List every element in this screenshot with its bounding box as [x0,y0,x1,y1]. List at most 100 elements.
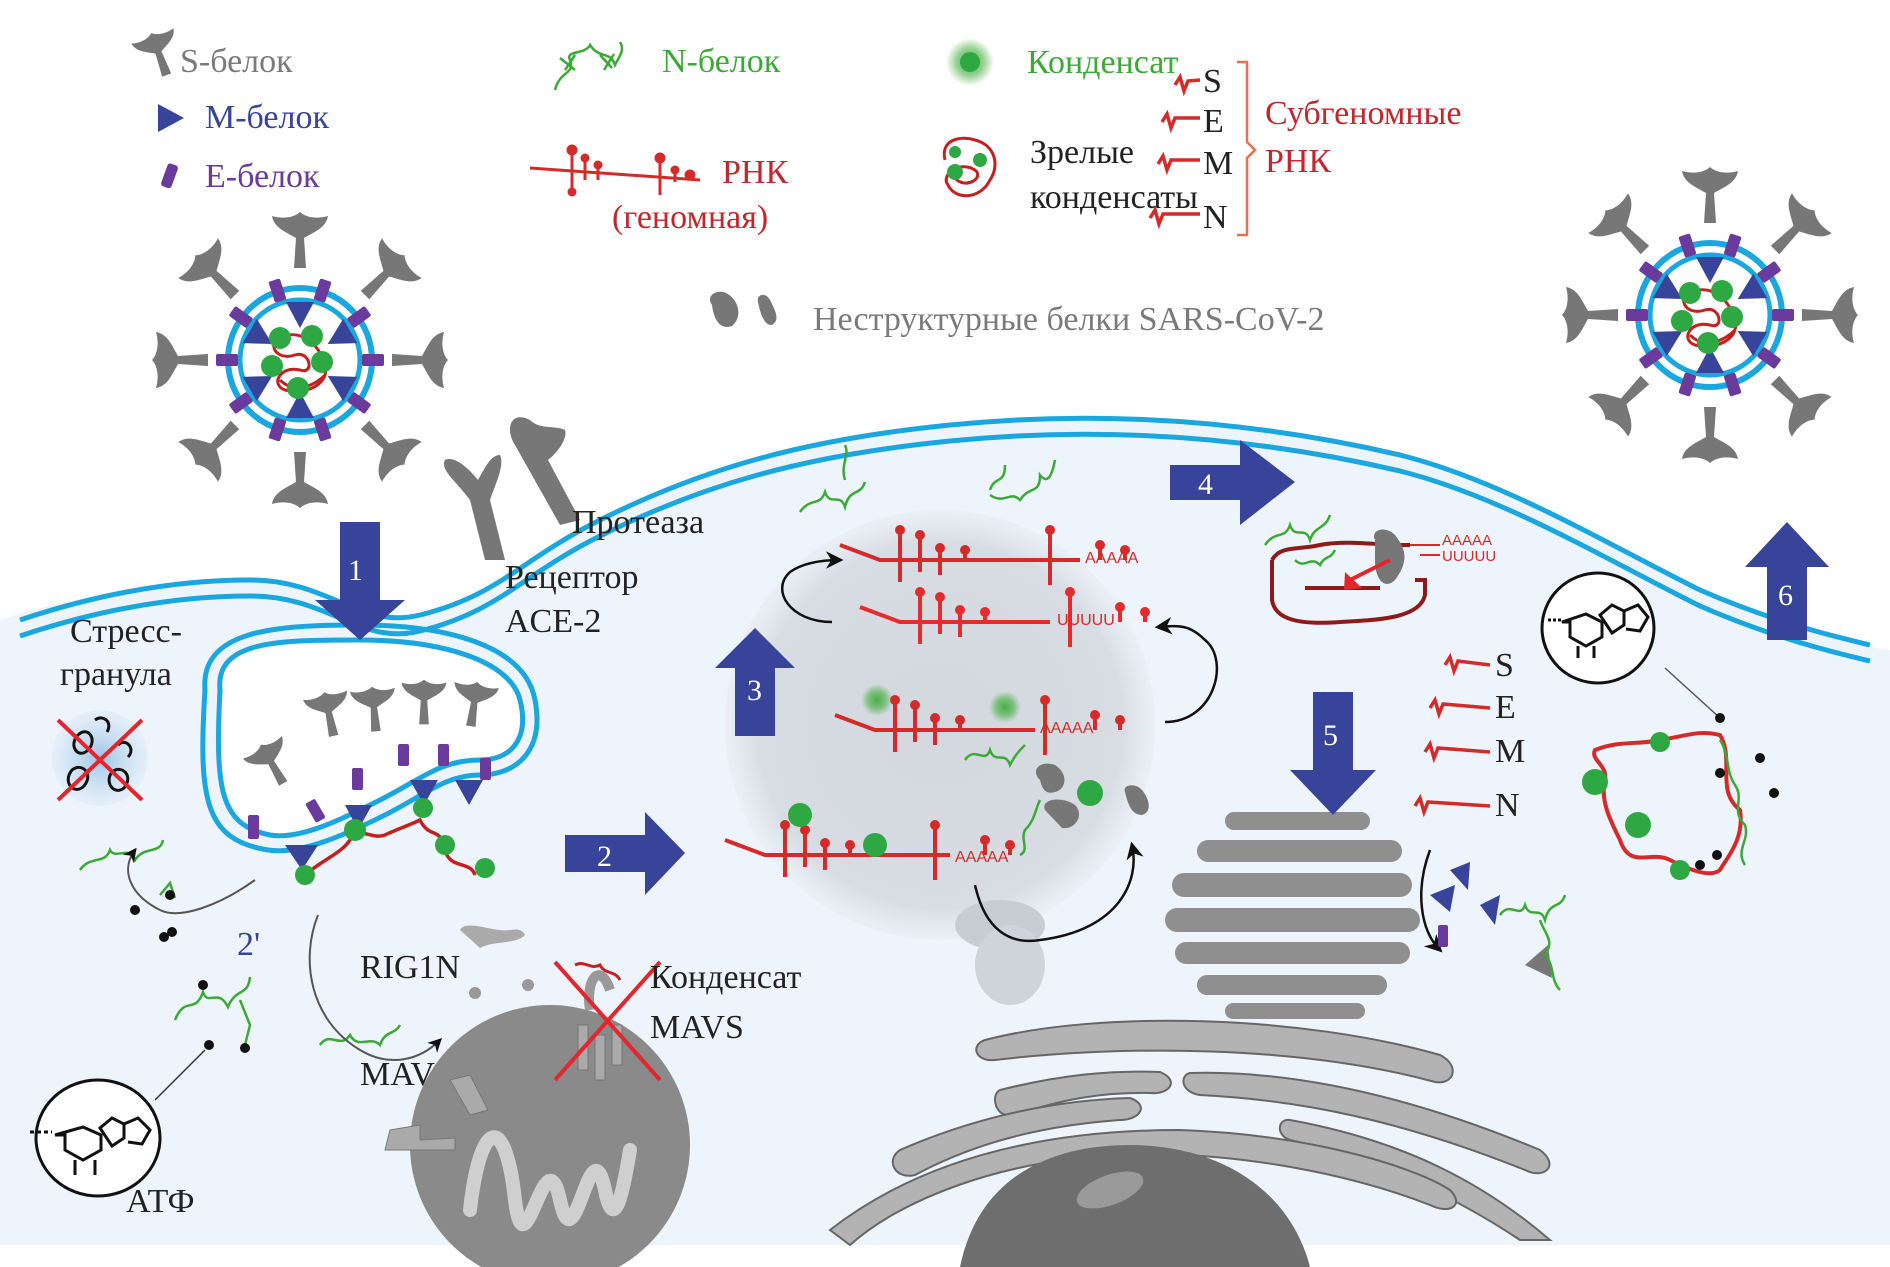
e-protein [229,392,253,414]
m-protein [242,376,273,402]
rna-loop [915,587,925,597]
rig1n-shape [460,925,525,948]
rna-loop [845,840,855,850]
e-protein-icon [161,163,178,189]
condensate-glow-on-rna [989,691,1021,723]
rna-loop [980,607,990,617]
legend-mature-1: Зрелые [1030,134,1134,171]
legend-rna-genomic: (геномная) [612,199,768,236]
label-rig1n: RIG1N [360,949,460,986]
legend-m-protein: M-белок [205,99,329,136]
mitochondrion [384,960,690,1267]
e-protein [229,306,253,328]
e-protein [268,417,287,442]
virion-n-condensate [287,377,309,399]
arrow-to-mavs [308,914,442,1062]
e-protein [347,392,371,414]
label-ace2: ACE-2 [505,603,601,640]
legend-sg-m: M [1203,145,1233,182]
s-protein-spike [345,405,425,485]
step-label-1: 1 [348,554,363,587]
label-sg-m: M [1495,733,1525,770]
rna-loop [930,820,940,830]
rna-loop [1115,715,1125,725]
label-sg-e: E [1495,689,1516,726]
cycle-arrow-2 [1154,617,1219,724]
rna-strands [724,525,1150,880]
e-protein [313,278,332,303]
e-protein [1757,261,1781,283]
step-arrow-2 [565,812,685,895]
rna-loop [910,700,920,710]
m-protein [242,318,273,344]
rna-loop [980,835,990,845]
step-arrow-6 [1745,522,1829,640]
rna-loop [935,592,945,602]
legend-sg-n: N [1203,199,1228,236]
rna-loop [1045,525,1055,535]
s-protein-spike [392,332,448,388]
e-protein [1639,261,1663,283]
rna-loop [820,838,830,848]
rna-loop [1040,695,1050,705]
legend: S-белок M-белок E-белок N-белок РНК (ген… [130,25,1461,338]
virion-incoming [152,212,448,508]
e-protein [1626,309,1648,321]
n-condensate-dot [1077,780,1103,806]
virion-n-condensate [1697,332,1719,354]
label-sg-s: S [1495,647,1514,684]
condensate-icon [960,52,980,72]
legend-nsp: Неструктурные белки SARS-CoV-2 [813,301,1324,338]
e-protein [362,354,384,366]
virion-n-condensate [1711,280,1733,302]
label-poly-u-2: UUUUU [1442,548,1496,565]
replication-compartment [725,510,1155,1005]
subgenomic-rna-icons [1148,72,1201,230]
rna-loop [955,715,965,725]
rna-backbone [859,605,1050,624]
m-protein [1696,257,1724,283]
rna-backbone [834,713,1035,732]
label-receptor: Рецептор [505,559,638,596]
cycle-arrow-1 [780,551,844,624]
m-protein [1652,273,1683,299]
label-poly-u-1: UUUUU [1057,612,1115,629]
mature-condensate-icon [942,136,997,198]
n-condensate-on-rna [863,833,887,857]
endoplasmic-reticulum [828,1019,1553,1247]
e-protein [1772,309,1794,321]
n-protein-chains-left [78,839,402,1048]
m-protein [286,392,314,418]
virion-n-condensate [301,325,323,347]
step-arrow-1 [315,522,405,640]
subgenomic-rnas-cell [1413,652,1491,818]
e-protein [1723,233,1742,258]
rna-loop [1140,607,1150,617]
m-protein [1737,273,1768,299]
protease [510,417,580,525]
step-label-5: 5 [1323,719,1338,752]
rna-backbone [839,543,1080,562]
rna-loop [895,525,905,535]
rig1n-dots [469,979,534,999]
rna-loop [955,605,965,615]
s-protein-spike [1585,190,1665,270]
m-protein-icon [158,104,184,132]
s-protein-spike [1755,360,1835,440]
rna-loop [915,530,925,540]
virion-n-condensate [269,327,291,349]
nsp-icon-1 [710,291,739,327]
e-protein [268,278,287,303]
rna-loop [935,543,945,553]
legend-subgenomic-1: Субгеномные [1265,95,1461,132]
rna-loop [1095,540,1105,550]
label-poly-a-2: AAAAA [1040,720,1094,737]
cycle-arrow-3 [973,841,1144,943]
legend-mature-2: конденсаты [1030,179,1198,216]
n-condensate-on-rna [788,803,812,827]
subgenomic-bracket [1237,60,1257,237]
s-protein-spike [175,405,255,485]
virion-n-condensate [1679,282,1701,304]
s-protein-spike [1585,360,1665,440]
